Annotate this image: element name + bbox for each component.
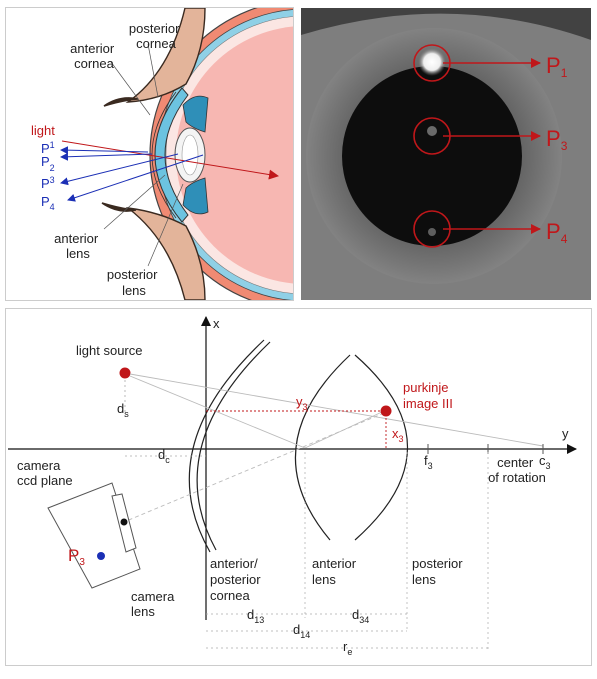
- photo-label-p3: P3: [546, 126, 568, 153]
- glint-p1: [418, 48, 446, 76]
- reflection-p1-ray: [60, 146, 149, 155]
- label-p2: P2: [41, 154, 55, 173]
- ray-light-to-axis: [129, 375, 306, 449]
- label-purkinje: purkinje image III: [403, 380, 453, 411]
- p-labels-group: P1 P2 P3 P4: [41, 140, 55, 212]
- photo-label-p4: P4: [546, 219, 568, 246]
- reflection-p2-ray: [60, 152, 153, 161]
- incident-light-ray: [61, 140, 279, 180]
- eye-anatomy-panel: posterior cornea anterior cornea light P…: [5, 7, 294, 301]
- label-light-source: light source: [76, 343, 142, 358]
- label-re: re: [343, 639, 352, 657]
- lower-lashes: [101, 202, 137, 212]
- label-y3: y3: [296, 394, 308, 412]
- label-p1: P1: [41, 140, 55, 156]
- label-p4: P4: [41, 194, 55, 212]
- ray-p3-to-camera: [123, 412, 385, 523]
- reflection-p3-ray: [60, 153, 179, 186]
- iris-upper: [182, 95, 209, 133]
- label-posterior-lens: posterior lens: [107, 267, 161, 298]
- label-camera-ccd: camera ccd plane: [17, 458, 73, 488]
- camera-body: [47, 482, 141, 589]
- lower-eyelid: [125, 206, 206, 300]
- posterior-lens-arc: [354, 354, 409, 541]
- label-d13: d13: [247, 607, 264, 625]
- label-d34: d34: [352, 607, 369, 625]
- y-axis-label: y: [562, 426, 569, 441]
- label-center-rotation: center of rotation: [488, 455, 546, 485]
- label-anterior-lens: anterior lens: [54, 231, 102, 261]
- p3-ccd-point: [97, 552, 105, 560]
- purkinje-image-dot: [380, 405, 392, 417]
- anterior-cornea-arc: [188, 339, 265, 553]
- glint-p3: [427, 126, 437, 136]
- pupil: [342, 66, 522, 246]
- label-posterior-lens-bottom: posterior lens: [412, 556, 466, 587]
- label-p3: P3: [41, 175, 55, 191]
- label-c3: c3: [539, 453, 551, 471]
- label-ds: ds: [117, 401, 129, 419]
- upper-eyelid: [125, 8, 206, 103]
- glint-p4: [428, 228, 436, 236]
- eye-photo-panel: P1 P3 P4: [301, 8, 591, 300]
- label-ant-post-cornea: anterior/ posterior cornea: [210, 556, 264, 603]
- label-camera-lens: camera lens: [131, 589, 178, 619]
- anterior-lens-arc: [294, 354, 351, 541]
- ray-light-to-c3: [129, 373, 544, 447]
- label-d14: d14: [293, 622, 310, 640]
- posterior-cornea-arc: [196, 341, 271, 551]
- label-light: light: [31, 123, 55, 138]
- label-anterior-cornea: anterior cornea: [70, 41, 118, 71]
- x-axis-label: x: [213, 316, 220, 331]
- upper-lid-shadow: [301, 8, 591, 40]
- cornea: [154, 87, 189, 223]
- geometry-panel: x y light source ds dc y3 x3 purkinje im…: [5, 308, 592, 666]
- reflection-p4-ray: [67, 154, 204, 202]
- eye-interior: [176, 26, 293, 284]
- iris-lower: [182, 177, 209, 215]
- photo-label-p1: P1: [546, 53, 568, 80]
- label-p3-ccd: P3: [68, 546, 85, 568]
- label-f3: f3: [424, 453, 433, 471]
- label-anterior-lens-bottom: anterior lens: [312, 556, 360, 587]
- label-posterior-cornea: posterior cornea: [129, 21, 183, 51]
- label-dc: dc: [158, 447, 170, 465]
- light-source-dot: [119, 367, 131, 379]
- label-x3: x3: [392, 426, 404, 444]
- camera-lens-point: [120, 518, 128, 526]
